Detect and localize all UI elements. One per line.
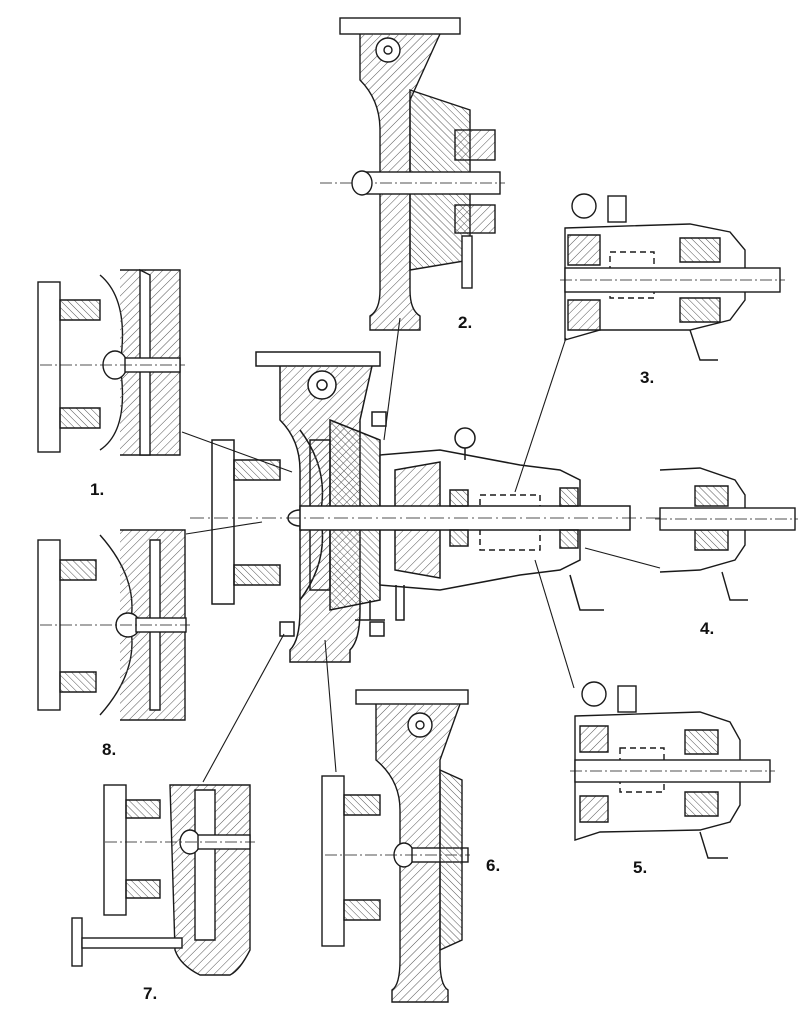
callout-7: 7. xyxy=(143,984,158,1003)
leader-line-4 xyxy=(584,547,661,569)
detail-8-closed-impeller xyxy=(37,529,190,721)
central-pump-assembly xyxy=(190,351,660,663)
detail-4-bearing-end xyxy=(655,467,798,601)
detail-7-drain-variant xyxy=(71,784,255,976)
leader-lines xyxy=(181,317,661,783)
callout-2: 2. xyxy=(458,313,473,332)
detail-1-open-impeller xyxy=(37,268,185,456)
detail-3-bearing-frame xyxy=(560,193,785,361)
callout-1: 1. xyxy=(90,480,105,499)
leader-line-1 xyxy=(181,431,293,473)
leader-line-8 xyxy=(185,521,263,535)
callout-5: 5. xyxy=(633,858,648,877)
leader-line-3 xyxy=(514,337,567,493)
leader-line-6 xyxy=(324,639,337,773)
detail-6-casing-variant xyxy=(321,689,470,1003)
leader-line-7 xyxy=(202,633,285,783)
callout-3: 3. xyxy=(640,368,655,387)
detail-5-bearing-frame-alt xyxy=(570,681,775,859)
callout-4: 4. xyxy=(700,619,715,638)
leader-line-5 xyxy=(534,559,575,689)
callout-6: 6. xyxy=(486,856,501,875)
leader-line-2 xyxy=(383,317,401,441)
callout-8: 8. xyxy=(102,740,117,759)
detail-2-seal-arrangement xyxy=(320,17,505,331)
